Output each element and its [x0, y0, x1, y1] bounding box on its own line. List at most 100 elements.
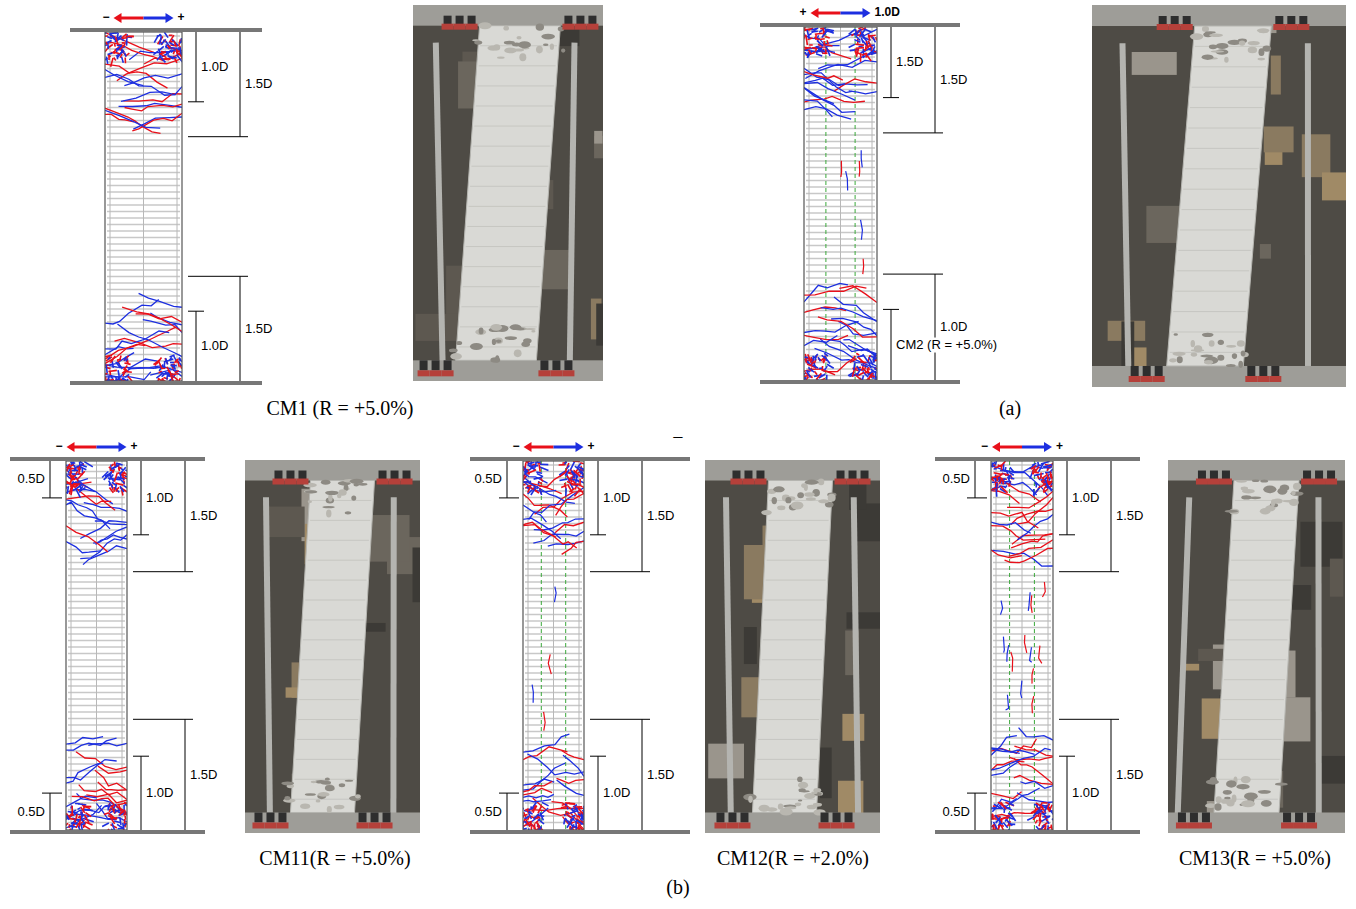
red-block [562, 370, 574, 376]
spalling [519, 53, 526, 61]
specimen-photo [245, 460, 453, 881]
spalling [1218, 340, 1224, 345]
dimension-label: 1.5D [189, 509, 218, 524]
spalling [311, 781, 317, 783]
spalling [516, 36, 521, 40]
stub-line [70, 381, 262, 385]
spalling [1210, 777, 1218, 785]
arrow-negative [73, 446, 97, 449]
dimension-label: 1.0D [939, 320, 968, 335]
red-block [1188, 822, 1200, 828]
red-block [264, 822, 276, 828]
stub-line [935, 830, 1140, 834]
column-outline [66, 461, 127, 830]
spalling [281, 781, 294, 785]
spalling [561, 48, 565, 52]
red-block [726, 822, 738, 828]
red-block [738, 822, 750, 828]
spalling [1257, 28, 1270, 32]
spalling [1209, 340, 1215, 346]
lab-clutter [708, 744, 744, 779]
spalling [550, 43, 554, 49]
steel-frame [436, 43, 443, 363]
red-block [1257, 376, 1269, 382]
spalling [536, 46, 543, 54]
red-block [819, 822, 831, 828]
red-block [859, 479, 871, 485]
bottom-stub [1168, 812, 1345, 833]
red-block [1245, 376, 1257, 382]
spalling [1232, 353, 1237, 359]
red-block [272, 479, 284, 485]
spalling [514, 349, 522, 357]
spalling [304, 490, 317, 494]
column-body [105, 32, 182, 381]
spalling [1202, 55, 1214, 60]
lab-clutter [1322, 172, 1346, 200]
red-block [1285, 24, 1297, 30]
spalling [339, 783, 345, 787]
spalling [521, 342, 530, 348]
dimension-label: 1.0D [145, 490, 174, 505]
lab-clutter [594, 131, 602, 144]
spalling [1258, 790, 1271, 794]
spalling [1191, 352, 1197, 356]
dimension-label: 1.5D [1115, 509, 1144, 524]
photo-background [1168, 460, 1345, 833]
spalling [1224, 57, 1228, 63]
column-body [804, 27, 877, 380]
column-outline [991, 461, 1053, 830]
specimen-caption: CM13(R = +5.0%) [1179, 847, 1331, 870]
red-block [466, 24, 478, 30]
red-block [574, 24, 586, 30]
rebar-line [71, 461, 72, 830]
column-outline [105, 32, 182, 381]
lab-clutter [820, 748, 832, 799]
lab-clutter [1264, 126, 1294, 152]
dimension-label: 1.0D [200, 59, 229, 74]
anchor-bolt [1247, 366, 1255, 376]
specimen-photo [705, 460, 889, 846]
spalling [305, 490, 317, 493]
spalling [1169, 358, 1176, 362]
spalling [1226, 780, 1237, 788]
spalling [1172, 352, 1185, 356]
spalling [1204, 360, 1213, 364]
arrow-positive [97, 446, 121, 449]
spalling [325, 777, 330, 780]
lab-clutter [1132, 52, 1177, 75]
spalling [772, 497, 777, 504]
rebar-line [872, 27, 873, 380]
spalling [1257, 58, 1265, 61]
photo-grid [1217, 500, 1296, 799]
red-block [1200, 822, 1212, 828]
arrow-positive [554, 446, 578, 449]
red-block [369, 822, 381, 828]
arrow-head [119, 442, 127, 452]
red-block [357, 822, 369, 828]
direction-sign: 1.0D [875, 6, 900, 20]
spalling [795, 803, 802, 807]
anchor-bolt [540, 360, 548, 370]
dimension-lines [188, 32, 248, 381]
spalling [327, 806, 332, 813]
red-block [538, 370, 550, 376]
top-stub [1092, 5, 1346, 26]
spalling [1237, 340, 1245, 346]
dimension-label: 0.5D [942, 472, 971, 487]
red-block [1157, 24, 1169, 30]
spalling [1226, 345, 1236, 348]
dimension-label: 1.5D [646, 767, 675, 782]
arrow-head [114, 13, 122, 23]
photo-background [705, 460, 880, 833]
dimension-label: 0.5D [474, 472, 503, 487]
spalling [345, 511, 351, 514]
spalling [339, 489, 347, 495]
spalling [503, 26, 509, 31]
column-drawing [935, 442, 1140, 838]
column-photo [456, 26, 561, 361]
red-block [276, 822, 288, 828]
spalling [512, 43, 521, 47]
spalling [1211, 50, 1224, 52]
